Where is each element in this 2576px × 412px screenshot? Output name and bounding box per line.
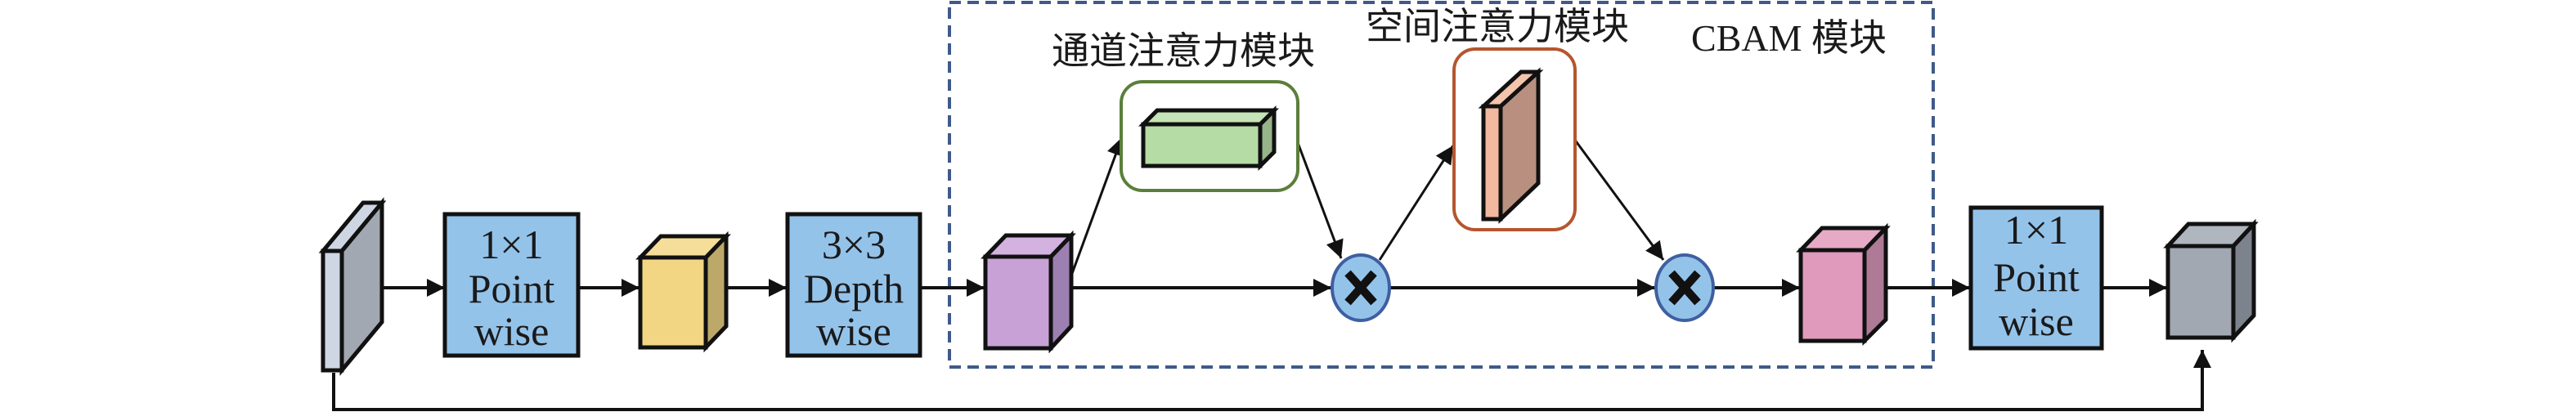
multiply-operator-2: [1654, 253, 1715, 322]
depthwise-conv: 3×3 Depth wise: [785, 212, 922, 358]
arrow-spatial-to-mult2: [1573, 138, 1665, 261]
cbam-module-boundary: [948, 1, 1935, 369]
spatial-attention-label: 空间注意力模块: [1366, 6, 1629, 47]
dw-line-3: wise: [816, 308, 891, 354]
pw1-line-2: Point: [469, 266, 555, 311]
input-feature-map: [318, 197, 387, 376]
pw2-line-3: wise: [1999, 298, 2074, 344]
residual-connection: [332, 350, 2211, 411]
pointwise-conv-2: 1×1 Point wise: [1968, 205, 2104, 351]
pw1-line-1: 1×1: [479, 222, 543, 267]
channel-attention-module: 通道注意力模块: [1052, 30, 1315, 192]
arrow-mult1-to-spatial: [1378, 145, 1455, 261]
pointwise-conv-1: 1×1 Point wise: [442, 212, 581, 358]
refined-feature-map: [1796, 222, 1891, 347]
pw2-line-1: 1×1: [2004, 207, 2068, 253]
depthwise-feature-map: [981, 230, 1076, 354]
expanded-feature-map: [635, 231, 731, 353]
dw-line-1: 3×3: [822, 222, 886, 267]
arrow-channel-to-mult1: [1295, 140, 1344, 259]
attention-arrows: [1069, 137, 1665, 279]
channel-attention-label: 通道注意力模块: [1052, 30, 1315, 72]
spatial-attention-module: 空间注意力模块: [1366, 6, 1629, 231]
pw2-line-2: Point: [1993, 254, 2080, 300]
cbam-label: CBAM 模块: [1691, 17, 1887, 59]
pw1-line-3: wise: [474, 308, 550, 354]
dw-line-2: Depth: [804, 266, 904, 311]
channel-attention-map: [1141, 122, 1263, 168]
multiply-operator-1: [1331, 253, 1391, 322]
output-feature-map: [2163, 218, 2259, 343]
spatial-attention-map: [1481, 104, 1503, 222]
arrow-purple-to-channel: [1069, 137, 1124, 279]
